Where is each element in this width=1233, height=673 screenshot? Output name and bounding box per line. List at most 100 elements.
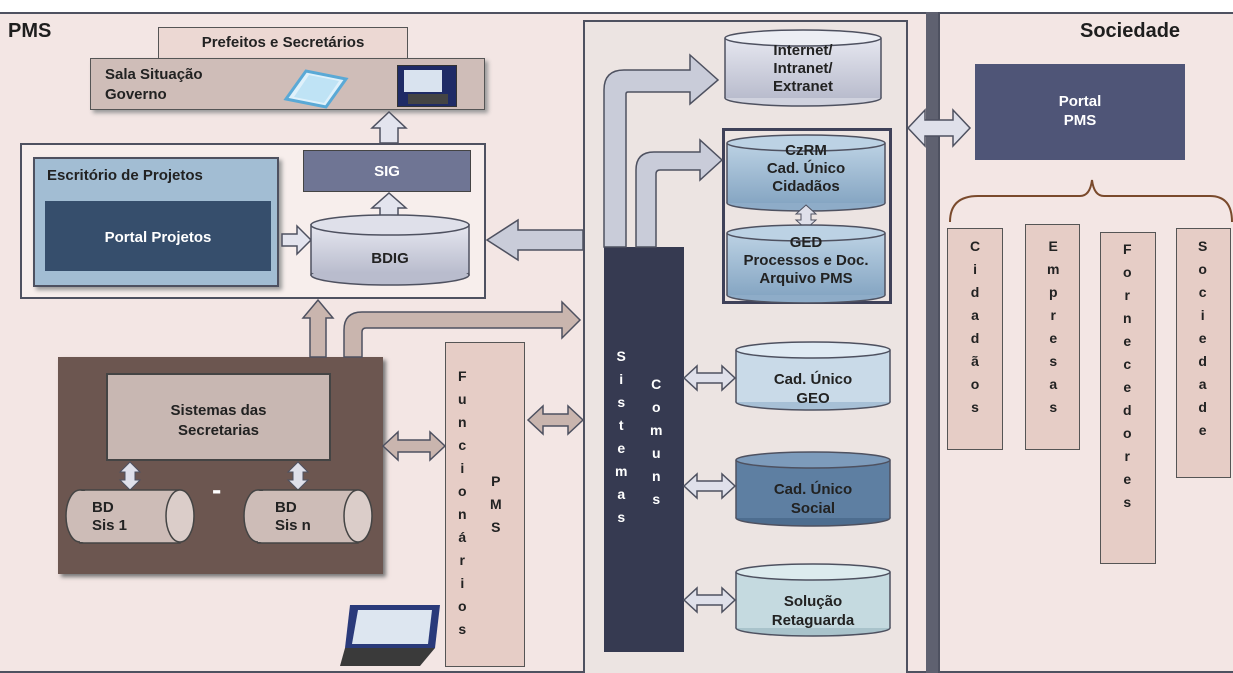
czrm-line2: Cad. Único [766,160,846,177]
arrow-to-internet [603,53,720,248]
fornecedores-letter: o [1123,425,1132,441]
comuns-letter: o [651,399,661,415]
dash-label: - [212,474,222,505]
arrow-comuns-retaguarda [682,586,737,614]
sociedade-letter: e [1198,422,1207,438]
empresas-box [1025,224,1080,450]
social-cylinder [735,451,891,527]
funcionarios-letter: s [458,621,467,637]
secretarias-line1: Sistemas das [170,402,267,419]
comuns-letter: m [650,422,663,438]
fornecedores-letter: e [1123,379,1132,395]
laptop-bottom-icon [340,600,445,668]
bd-sisn-line2: Sis n [275,517,311,534]
retaguarda-line1: Solução [783,593,843,610]
cidadaos-letter: a [971,307,979,323]
geo-cylinder [735,341,891,411]
portal-pms-line1: Portal [1058,93,1102,110]
retaguarda-label: Solução Retaguarda [736,592,890,630]
geo-line2: GEO [796,390,830,407]
empresas-letter: p [1048,284,1058,300]
funcionarios-letter: r [459,552,465,568]
empresas-letter: s [1049,353,1058,369]
arrow-comuns-geo [682,364,737,392]
sistemas-secretarias-box: Sistemas das Secretarias [106,373,331,461]
bd-sisn-cylinder [243,489,373,544]
sig-box: SIG [303,150,471,192]
cidadaos-letter: ã [971,353,979,369]
funcionarios-letter: i [460,575,465,591]
czrm-line1: CzRM [785,142,827,159]
society-brace [949,179,1233,223]
pms-letter: M [490,496,502,512]
comuns-letter: u [651,445,661,461]
arrow-up-sig [370,191,408,219]
portal-projetos-box [45,201,271,271]
fornecedores-letter: F [1123,241,1132,257]
pms-letter: P [491,473,501,489]
cidadaos-letter: C [970,238,981,254]
funcionarios-letter: c [458,437,467,453]
ged-label: GED Processos e Doc. Arquivo PMS [727,234,885,288]
arrow-to-bdig [485,218,584,262]
sistemas-letter: t [618,417,624,433]
internet-line1: Internet/ [773,42,833,59]
portal-pms-line2: PMS [1063,112,1097,129]
ged-line1: GED [789,234,823,251]
sociedade-letter: e [1198,330,1207,346]
social-line2: Social [790,500,836,517]
ged-line2: Processos e Doc. [743,252,869,269]
bd-sis1-line2: Sis 1 [92,517,128,534]
fornecedores-letter: d [1123,402,1132,418]
escritorio-box: Escritório de Projetos Portal Projetos [33,157,279,287]
empresas-letter: e [1049,330,1058,346]
funcionarios-letter: F [458,368,467,384]
fornecedores-letter: c [1123,356,1132,372]
sociedade-letter: d [1198,399,1207,415]
sala-line2: Governo [105,86,167,103]
fornecedores-letter: o [1123,264,1132,280]
ged-line3: Arquivo PMS [759,270,853,287]
sistemas-letter: m [615,463,628,479]
laptop-icon [397,65,457,107]
sociedade-letter: a [1198,376,1207,392]
funcionarios-letter: o [458,598,467,614]
empresas-letter: r [1050,307,1056,323]
sistemas-letter: S [616,348,626,364]
funcionarios-letter: u [458,391,467,407]
retaguarda-cylinder [735,563,891,637]
bd-sisn-line1: BD [275,499,297,516]
portal-pms-box: Portal PMS [975,64,1185,160]
sociedade-letter: i [1200,307,1205,323]
divider-bar [926,12,938,673]
pms-letter: S [491,519,501,535]
empresas-letter: s [1049,399,1058,415]
internet-line2: Intranet/ [773,60,833,77]
internet-label: Internet/ Intranet/ Extranet [725,42,881,96]
funcionarios-letter: n [458,506,467,522]
cidadaos-letter: d [970,330,980,346]
funcionarios-letter: i [460,460,465,476]
pms-title: PMS [8,20,52,42]
funcionarios-box [445,342,525,667]
sociedade-title: Sociedade [1080,20,1181,42]
sistemas-letter: i [619,371,624,387]
fornecedores-letter: n [1123,310,1132,326]
fornecedores-box [1100,232,1156,564]
portal-projetos-label: Portal Projetos [104,229,212,246]
sociedade-letter: o [1198,261,1207,277]
arrow-secretarias-to-comuns [343,300,582,358]
social-label: Cad. Único Social [736,480,890,518]
sala-line1: Sala Situação [105,66,203,83]
sistemas-comuns-bar [604,247,684,652]
fornecedores-letter: e [1123,333,1132,349]
social-line1: Cad. Único [773,481,853,498]
arrow-up-secretarias [301,298,335,358]
funcionarios-letter: á [458,529,467,545]
bd-sis1-cylinder [65,489,195,544]
cidadaos-letter: d [970,284,980,300]
